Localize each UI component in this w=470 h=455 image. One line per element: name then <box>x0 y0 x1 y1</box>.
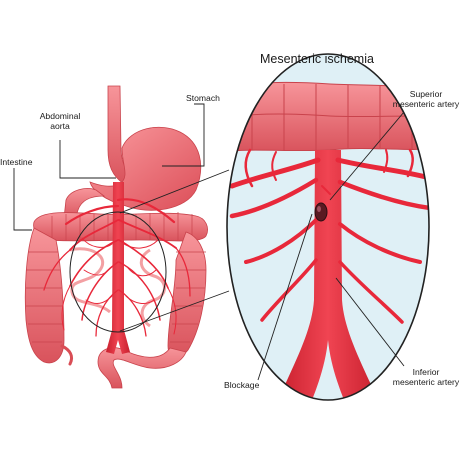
diagram-title: Mesenteric ischemia <box>260 52 374 66</box>
label-blockage: Blockage <box>224 380 260 390</box>
inset-mesenteric-trunk <box>278 150 378 400</box>
label-inferior-mesenteric-artery: Inferior mesenteric artery <box>384 367 468 387</box>
label-leader-lines <box>13 103 405 381</box>
focus-circle <box>69 211 167 333</box>
stomach <box>89 126 202 211</box>
mesenteric-arteries <box>43 198 191 337</box>
leader-blockage <box>257 213 313 381</box>
leader-intestine <box>13 168 32 231</box>
leader-stomach <box>162 103 205 167</box>
sigmoid-colon <box>97 347 187 389</box>
label-superior-mesenteric-artery: Superior mesenteric artery <box>384 89 468 109</box>
leader-abdominal-aorta <box>59 140 116 179</box>
label-abdominal-aorta: Abdominal aorta <box>30 111 90 131</box>
label-abdominal-aorta-line2: aorta <box>50 121 70 131</box>
digestive-system-figure <box>24 85 208 389</box>
label-superior-line2: mesenteric artery <box>392 99 460 109</box>
descending-colon <box>167 231 207 358</box>
label-superior-line1: Superior <box>409 89 443 99</box>
blockage-clot <box>314 202 328 222</box>
appendix <box>60 344 74 366</box>
zoom-connector <box>119 169 230 332</box>
label-abdominal-aorta-line1: Abdominal <box>39 111 81 121</box>
ascending-colon <box>24 227 65 364</box>
abdominal-aorta <box>106 182 130 354</box>
leader-inferior-mesenteric <box>335 277 405 367</box>
label-inferior-line2: mesenteric artery <box>392 377 460 387</box>
label-stomach: Stomach <box>186 93 220 103</box>
label-intestine: Intestine <box>0 157 33 167</box>
label-inferior-line1: Inferior <box>412 367 440 377</box>
leader-superior-mesenteric <box>329 111 405 201</box>
